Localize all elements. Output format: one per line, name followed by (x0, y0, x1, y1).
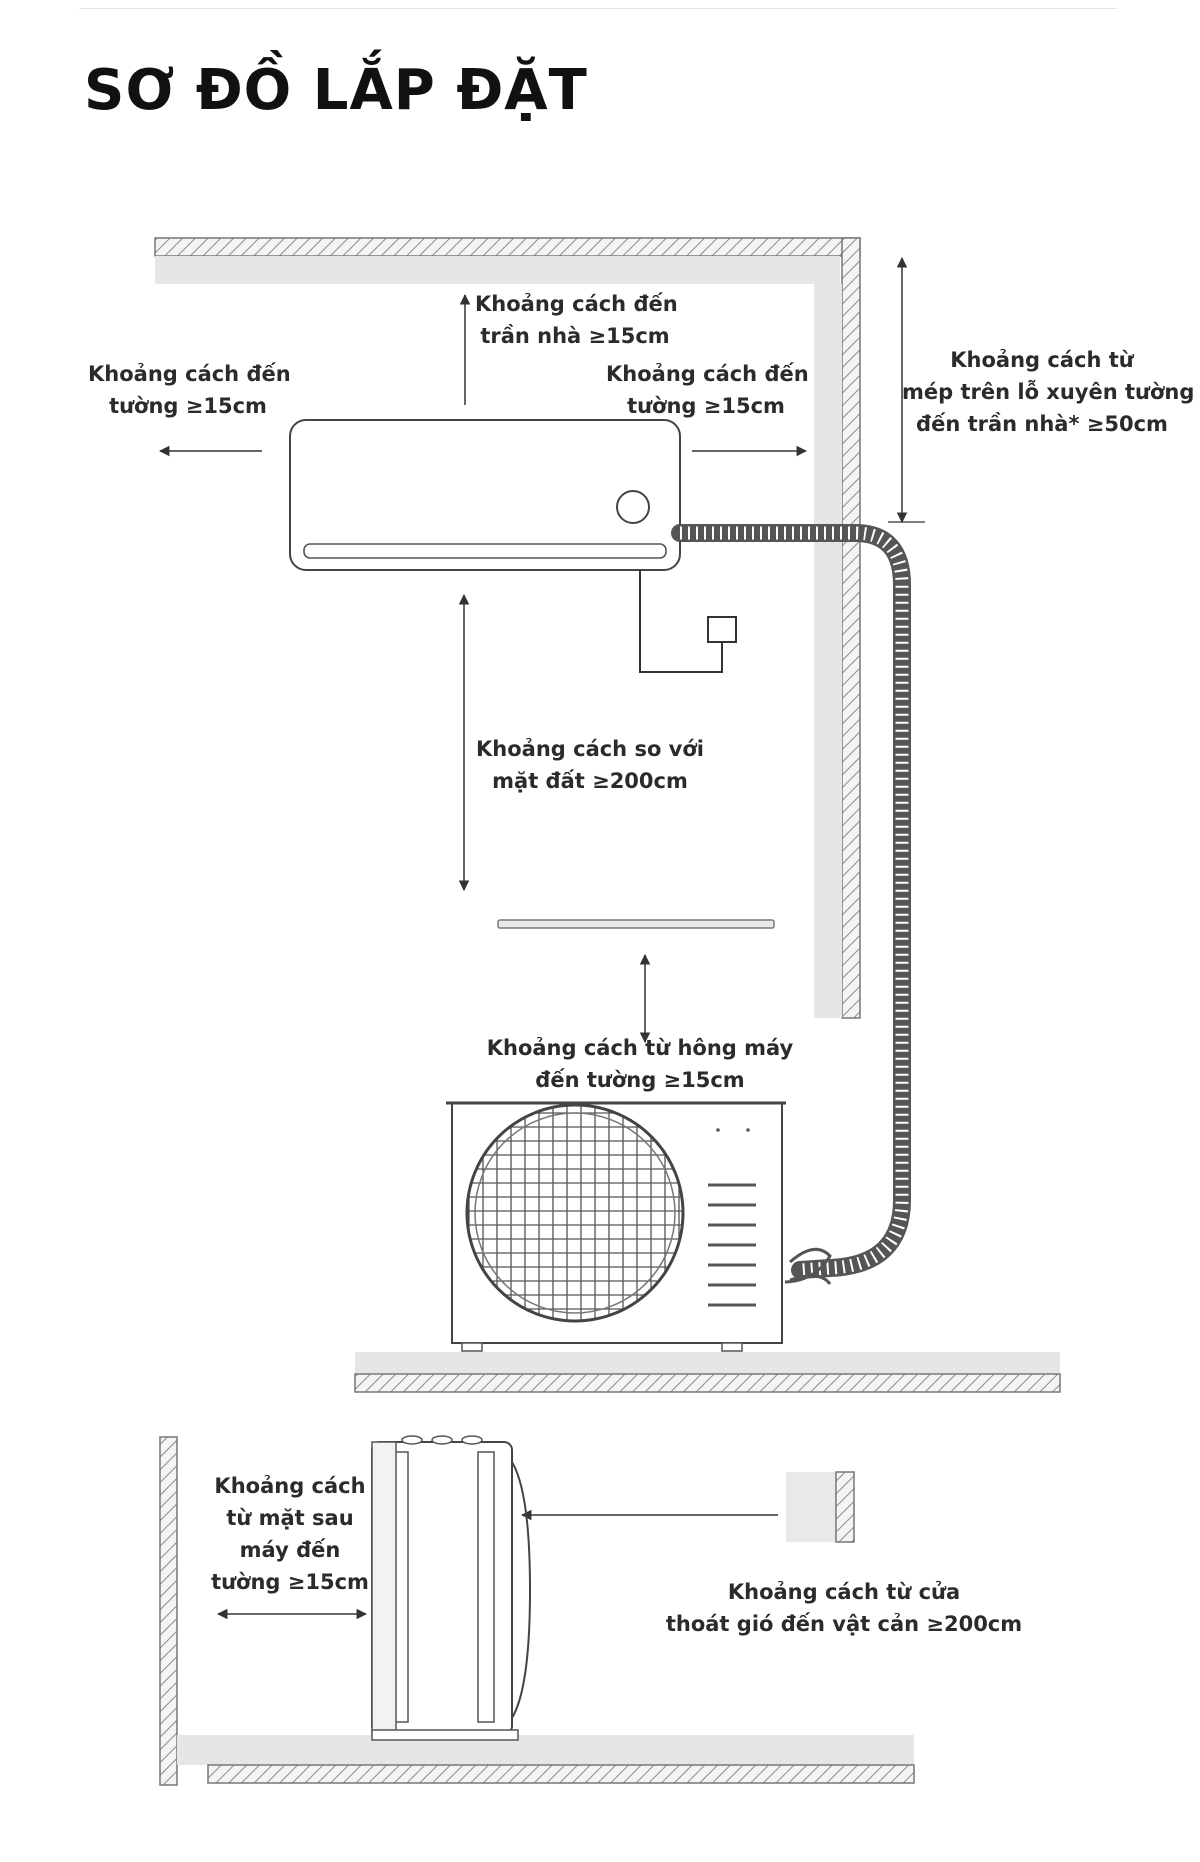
label-ceiling-line2: trần nhà ≥15cm (480, 324, 670, 348)
label-ceiling-line1: Khoảng cách đến (475, 292, 678, 316)
label-hole-line1: Khoảng cách từ (950, 348, 1134, 372)
label-hole-line2: mép trên lỗ xuyên tường (902, 380, 1195, 404)
label-outlet-distance: Khoảng cách từ cửa thoát gió đến vật cản… (662, 1576, 1026, 1640)
side-view-floor (177, 1735, 915, 1784)
label-outlet-line1: Khoảng cách từ cửa (727, 1580, 961, 1604)
outdoor-unit-side-view (371, 1435, 532, 1741)
top-divider (79, 8, 1117, 9)
obstacle-block (786, 1471, 855, 1543)
dimension-arrows (158, 256, 925, 1620)
outdoor-unit (446, 1101, 786, 1352)
label-left-wall-line2: tường ≥15cm (109, 394, 267, 418)
side-vents (708, 1183, 756, 1307)
side-view-left-wall (159, 1436, 178, 1786)
floor-slab (354, 1352, 1061, 1393)
label-right-wall-line2: tường ≥15cm (627, 394, 785, 418)
page-title: SƠ ĐỒ LẮP ĐẶT (84, 58, 588, 123)
label-ground-distance: Khoảng cách so với mặt đất ≥200cm (470, 733, 710, 797)
label-hole-distance: Khoảng cách từ mép trên lỗ xuyên tường đ… (902, 344, 1195, 440)
label-back-line3: máy đến (239, 1538, 341, 1562)
drain-cable (639, 570, 737, 673)
label-right-wall-line1: Khoảng cách đến (606, 362, 809, 386)
label-left-wall-distance: Khoảng cách đến tường ≥15cm (88, 358, 291, 422)
label-back-line4: tường ≥15cm (211, 1570, 369, 1594)
label-ground-line2: mặt đất ≥200cm (492, 769, 688, 793)
label-side-line2: đến tường ≥15cm (535, 1068, 745, 1092)
label-back-distance: Khoảng cách từ mặt sau máy đến tường ≥15… (210, 1470, 370, 1598)
label-left-wall-line1: Khoảng cách đến (88, 362, 291, 386)
right-wall (814, 237, 861, 1019)
label-side-distance: Khoảng cách từ hông máy đến tường ≥15cm (480, 1032, 800, 1096)
label-back-line2: từ mặt sau (226, 1506, 354, 1530)
label-ground-line1: Khoảng cách so với (476, 737, 704, 761)
indoor-unit (289, 419, 681, 571)
ceiling-wall (154, 237, 861, 284)
refrigerant-pipe (671, 524, 911, 1285)
label-outlet-line2: thoát gió đến vật cản ≥200cm (665, 1612, 1023, 1636)
label-hole-line3: đến trần nhà* ≥50cm (916, 412, 1168, 436)
label-right-wall-distance: Khoảng cách đến tường ≥15cm (606, 358, 809, 422)
label-back-line1: Khoảng cách (214, 1474, 366, 1498)
label-side-line1: Khoảng cách từ hông máy (486, 1036, 794, 1060)
ground-reference-bar (497, 919, 775, 929)
label-ceiling-distance: Khoảng cách đến trần nhà ≥15cm (475, 288, 678, 352)
